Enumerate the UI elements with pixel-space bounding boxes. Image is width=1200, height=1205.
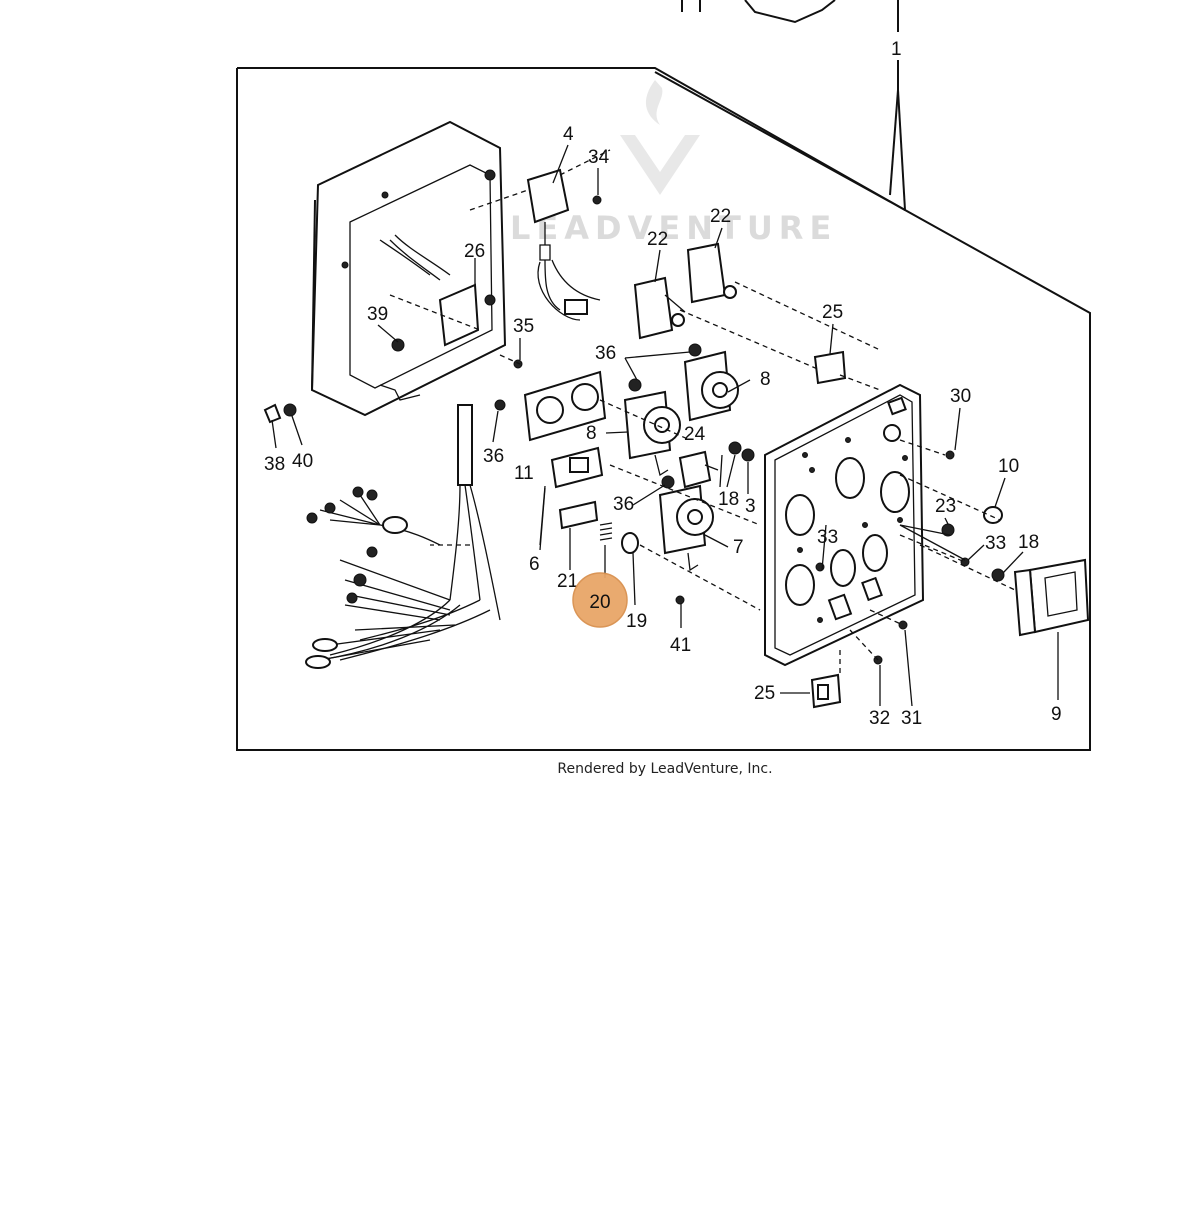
callout-18a: 18 <box>718 489 739 510</box>
part-10 <box>983 506 1003 524</box>
receptacle-8b <box>683 343 739 422</box>
callout-1: 1 <box>891 39 902 60</box>
nut-18b <box>991 568 1005 582</box>
nut-3 <box>741 448 755 462</box>
callout-6: 6 <box>529 554 540 575</box>
switch-6 <box>539 446 604 546</box>
diagram-frame <box>236 60 1091 751</box>
screws <box>263 195 970 665</box>
callout-36c: 36 <box>613 494 634 515</box>
callout-7: 7 <box>733 537 744 558</box>
callout-9: 9 <box>1051 704 1062 725</box>
receptacle-7 <box>658 475 714 572</box>
callout-18b: 18 <box>1018 532 1039 553</box>
toggle-24 <box>678 450 719 489</box>
top-partial-assembly <box>681 0 899 32</box>
part-19-knob <box>621 532 639 606</box>
callout-30: 30 <box>950 386 971 407</box>
callout-3: 3 <box>745 496 756 517</box>
callout-35: 35 <box>513 316 534 337</box>
callout-25a: 25 <box>822 302 843 323</box>
callout-19: 19 <box>626 611 647 632</box>
part-20-spring <box>599 522 613 578</box>
callout-32: 32 <box>869 708 890 729</box>
callout-8b: 8 <box>586 423 597 444</box>
callout-21: 21 <box>557 571 578 592</box>
callout-25b: 25 <box>754 683 775 704</box>
callout-36a: 36 <box>595 343 616 364</box>
circuit-breaker-22a <box>633 276 686 340</box>
callout-22a: 22 <box>710 206 731 227</box>
front-panel <box>764 383 925 667</box>
callout-10: 10 <box>998 456 1019 477</box>
callout-labels: 1 4 34 22 22 26 39 35 25 36 8 30 8 24 10… <box>264 39 1062 729</box>
callout-34: 34 <box>588 147 610 168</box>
callout-22b: 22 <box>647 229 668 250</box>
callout-11: 11 <box>514 463 534 484</box>
meter-9 <box>1013 558 1090 700</box>
callout-31: 31 <box>901 708 922 729</box>
rocker-25b <box>810 673 842 709</box>
leadventure-watermark: LEADVENTURE <box>510 80 837 247</box>
circuit-breaker-22b <box>686 242 737 304</box>
callout-24: 24 <box>684 424 706 445</box>
callout-leaders <box>271 144 1024 707</box>
outlet-11 <box>494 370 607 442</box>
callout-4: 4 <box>563 124 574 145</box>
rocker-25a <box>813 350 847 385</box>
render-credit: Rendered by LeadVenture, Inc. <box>557 761 772 777</box>
assembly-lines <box>389 149 1016 675</box>
wiring-harness <box>305 404 501 669</box>
callout-38: 38 <box>264 454 285 475</box>
callout-8a: 8 <box>760 369 771 390</box>
callout-40: 40 <box>292 451 313 472</box>
callout-23: 23 <box>935 496 956 517</box>
relay-26 <box>438 258 480 347</box>
callout-20-highlight[interactable]: 20 <box>572 572 628 628</box>
callout-36b: 36 <box>483 446 504 467</box>
callout-20: 20 <box>589 592 610 613</box>
watermark-text: LEADVENTURE <box>510 209 837 247</box>
callout-33b: 33 <box>985 533 1006 554</box>
part-4-assembly <box>469 168 601 321</box>
callout-41: 41 <box>670 635 691 656</box>
callout-39: 39 <box>367 304 388 325</box>
callout-33a: 33 <box>817 527 838 548</box>
receptacle-8a <box>623 378 681 477</box>
enclosure-box <box>310 120 507 417</box>
part-21-bracket <box>558 500 599 570</box>
nut-18 <box>728 441 742 455</box>
callout-26: 26 <box>464 241 485 262</box>
